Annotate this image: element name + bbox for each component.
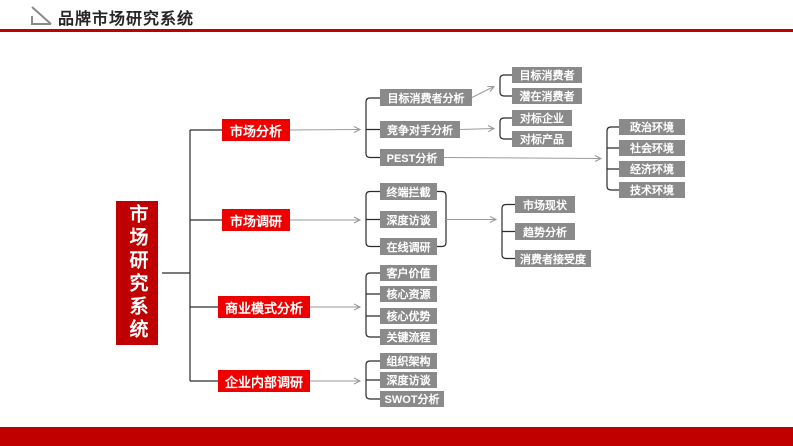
node-core-resources: 核心资源: [380, 286, 437, 302]
branch-market-analysis: 市场分析: [222, 119, 290, 141]
branch-market-research: 市场调研: [222, 209, 290, 231]
node-terminal-intercept: 终端拦截: [380, 183, 437, 200]
node-core-advantages: 核心优势: [380, 308, 437, 324]
node-pest-analysis: PEST分析: [380, 149, 444, 166]
node-target-consumer-analysis: 目标消费者分析: [380, 89, 472, 106]
node-key-processes: 关键流程: [380, 329, 437, 345]
node-competitor-analysis: 竞争对手分析: [380, 121, 460, 138]
node-swot-analysis: SWOT分析: [380, 391, 444, 407]
node-potential-consumers: 潜在消费者: [512, 88, 582, 104]
node-benchmark-company: 对标企业: [512, 110, 572, 126]
node-depth-interview-internal: 深度访谈: [380, 372, 437, 388]
node-benchmark-product: 对标产品: [512, 131, 572, 147]
node-political-environment: 政治环境: [619, 119, 685, 135]
node-org-structure: 组织架构: [380, 353, 437, 369]
branch-business-model-analysis: 商业模式分析: [218, 296, 310, 318]
branch-internal-research: 企业内部调研: [218, 370, 310, 392]
node-depth-interview: 深度访谈: [380, 211, 437, 228]
node-market-status: 市场现状: [515, 196, 575, 213]
header-divider: [0, 29, 793, 32]
root-node-market-research-system: 市场研究系统: [116, 201, 158, 345]
node-online-research: 在线调研: [380, 238, 437, 255]
node-social-environment: 社会环境: [619, 140, 685, 156]
node-consumer-acceptance: 消费者接受度: [515, 250, 591, 267]
corner-diagonal-icon: [31, 6, 52, 25]
node-customer-value: 客户价值: [380, 265, 437, 281]
node-economic-environment: 经济环境: [619, 161, 685, 177]
node-target-consumers: 目标消费者: [512, 67, 582, 83]
page-title: 品牌市场研究系统: [58, 11, 195, 28]
node-trend-analysis: 趋势分析: [515, 223, 575, 240]
node-technology-environment: 技术环境: [619, 182, 685, 198]
footer-accent-bar: [0, 427, 793, 446]
